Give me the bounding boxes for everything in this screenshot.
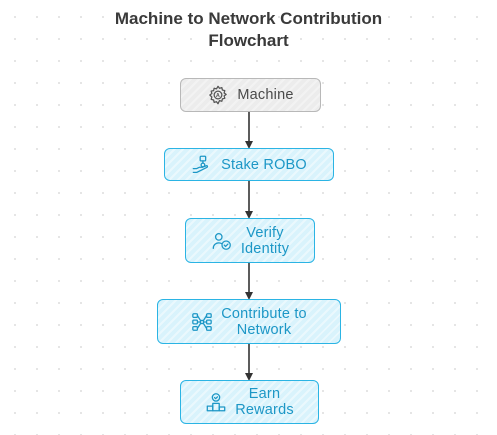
user-check-icon (212, 232, 231, 250)
node-contribute-to-network[interactable]: Contribute to Network (157, 299, 341, 344)
hand-coin-icon (192, 155, 209, 173)
node-stake-robo[interactable]: Stake ROBO (164, 148, 334, 181)
node-label: Stake ROBO (221, 156, 307, 173)
node-label: Verify Identity (240, 224, 290, 257)
network-nodes-icon (192, 312, 212, 331)
node-verify-identity[interactable]: Verify Identity (185, 218, 315, 263)
node-label: Earn Rewards (235, 386, 294, 418)
node-label: Contribute to Network (221, 305, 307, 338)
reward-podium-icon (206, 393, 226, 412)
gear-icon: A (209, 85, 228, 105)
title-line-1: Machine to Network Contribution (114, 9, 383, 28)
title-line-2: Flowchart (208, 31, 289, 50)
node-label: Machine (237, 87, 294, 103)
svg-text:A: A (216, 93, 220, 99)
page-title: Machine to Network Contribution Flowchar… (0, 8, 497, 52)
node-earn-rewards[interactable]: Earn Rewards (180, 380, 319, 424)
node-machine[interactable]: A Machine (180, 78, 321, 112)
